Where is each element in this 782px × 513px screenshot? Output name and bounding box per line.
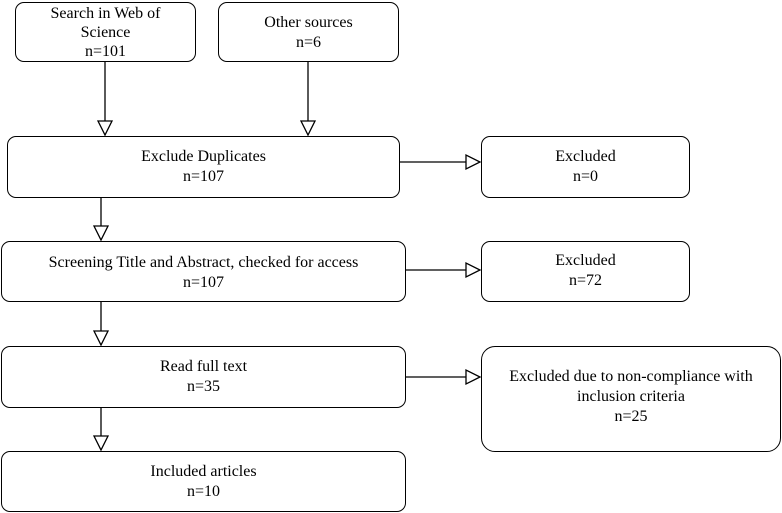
other-title: Other sources <box>264 14 353 31</box>
box-excluded-screening: Excluded n=72 <box>481 241 690 302</box>
arrowhead-screening-to-excluded <box>465 261 482 279</box>
wos-count: n=101 <box>84 43 127 60</box>
excluded-fulltext-count: n=25 <box>614 408 648 425</box>
arrowhead-duplicates-to-excluded <box>465 153 482 171</box>
box-search-web-of-science: Search in Web of Science n=101 <box>15 2 196 62</box>
arrowhead-fulltext-to-included <box>92 435 110 452</box>
excluded-duplicates-count: n=0 <box>572 168 599 185</box>
box-other-sources: Other sources n=6 <box>218 2 399 62</box>
arrowhead-duplicates-to-screening <box>92 225 110 242</box>
excluded-screening-title: Excluded <box>555 252 616 269</box>
excluded-fulltext-title-line2: inclusion criteria <box>577 388 685 405</box>
wos-title-line2: Science <box>80 24 131 41</box>
box-excluded-full-text: Excluded due to non-compliance with incl… <box>481 346 781 452</box>
box-screening: Screening Title and Abstract, checked fo… <box>1 241 406 302</box>
included-count: n=10 <box>186 483 221 500</box>
arrowhead-wos-to-duplicates <box>96 120 114 137</box>
duplicates-title: Exclude Duplicates <box>141 148 266 165</box>
arrowhead-other-to-duplicates <box>299 120 317 137</box>
fulltext-count: n=35 <box>186 378 221 395</box>
included-title: Included articles <box>150 463 257 480</box>
box-excluded-duplicates: Excluded n=0 <box>481 136 690 198</box>
arrowhead-fulltext-to-excluded <box>465 368 482 386</box>
screening-count: n=107 <box>182 274 225 291</box>
box-read-full-text: Read full text n=35 <box>1 346 406 408</box>
arrowhead-screening-to-fulltext <box>92 330 110 347</box>
other-count: n=6 <box>295 34 322 51</box>
duplicates-count: n=107 <box>182 168 225 185</box>
excluded-duplicates-title: Excluded <box>555 148 616 165</box>
box-included-articles: Included articles n=10 <box>1 451 406 512</box>
fulltext-title: Read full text <box>159 358 248 375</box>
excluded-fulltext-title-line1: Excluded due to non-compliance with <box>509 368 753 385</box>
excluded-screening-count: n=72 <box>568 272 603 289</box>
box-exclude-duplicates: Exclude Duplicates n=107 <box>7 136 400 198</box>
wos-title-line1: Search in Web of <box>50 5 161 22</box>
screening-title: Screening Title and Abstract, checked fo… <box>48 254 359 271</box>
